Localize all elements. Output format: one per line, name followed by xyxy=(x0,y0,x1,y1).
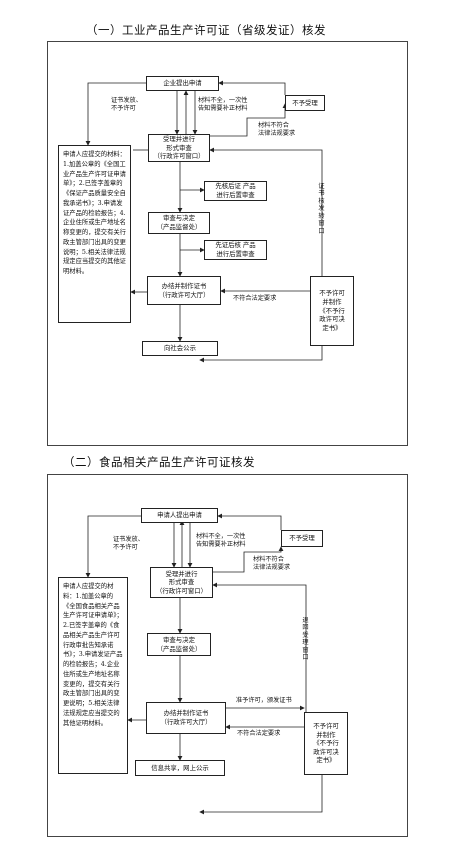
d2-publish-box: 信息共享，网上公示 xyxy=(135,760,225,776)
d1-publish-box: 向社会公示 xyxy=(142,341,218,356)
d2-deny-box: 不予许可 并制作 《不予行 政许可决 定书》 xyxy=(304,712,348,775)
d2-label-nonconform: 材料不符合 法律法规要求 xyxy=(253,556,291,572)
d2-review-box: 受理并进行 形式审查 （行政许可窗口） xyxy=(150,567,213,598)
diagram1-frame xyxy=(47,41,408,446)
d1-issue-box: 办结并制作证书 （行政许可大厅） xyxy=(147,276,221,305)
d1-label-notmeet: 不符合法定要求 xyxy=(233,295,277,302)
d1-label-cert: 证书发放、 不予许可 xyxy=(111,97,142,113)
d2-decide-box: 审查与决定 （产品监督处） xyxy=(147,633,211,656)
d1-post-check-box: 先核后证 产品 进行后置审查 xyxy=(204,181,267,201)
d2-label-cert: 证书发放、 不予许可 xyxy=(113,536,144,552)
d2-label-grant: 准予许可，颁发证书 xyxy=(236,697,292,704)
d1-pre-check-box: 先证后核 产品 进行后置审查 xyxy=(204,240,267,260)
d2-label-incomplete: 材料不全，一次性 告知需要补正材料 xyxy=(196,533,246,549)
diagram2-frame xyxy=(47,474,408,837)
d1-materials-box: 申请人应提交的材料：1.加盖公章的《全国工业产品生产许可证申请单》；2.已签字盖… xyxy=(58,145,131,323)
d2-materials-box: 申请人应提交的材料：1.加盖公章的《全国食品相关产品生产许可证申请单》；2.已签… xyxy=(58,577,128,774)
d1-deny-box: 不予许可 并制作 《不予行 政许可决 定书》 xyxy=(310,276,354,346)
d1-decide-box: 审查与决定 （产品监督处） xyxy=(148,212,210,234)
diagram1-title: （一）工业产品生产许可证（省级发证）核发 xyxy=(86,23,326,37)
d1-label-nonconform: 材料不符合 法律法规要求 xyxy=(258,122,296,138)
d2-apply-box: 申请人提出申请 xyxy=(141,508,218,523)
d2-label-return: 退回受理窗口 xyxy=(302,617,309,662)
d2-label-notmeet: 不符合法定要求 xyxy=(237,730,281,737)
d1-review-box: 受理并进行 形式审查 （行政许可窗口） xyxy=(148,134,210,162)
d2-reject-box: 不予受理 xyxy=(281,530,323,547)
d1-label-incomplete: 材料不全，一次性 告知需要补正材料 xyxy=(198,97,248,113)
d1-label-return: 证书核发转窗口 xyxy=(318,183,325,235)
d2-issue-box: 办结并制作证书 （行政许可大厅） xyxy=(146,702,226,734)
diagram2-title: （二）食品相关产品生产许可证核发 xyxy=(63,455,255,469)
d1-reject-box: 不予受理 xyxy=(285,95,325,111)
d1-apply-box: 企业提出申请 xyxy=(146,76,219,91)
